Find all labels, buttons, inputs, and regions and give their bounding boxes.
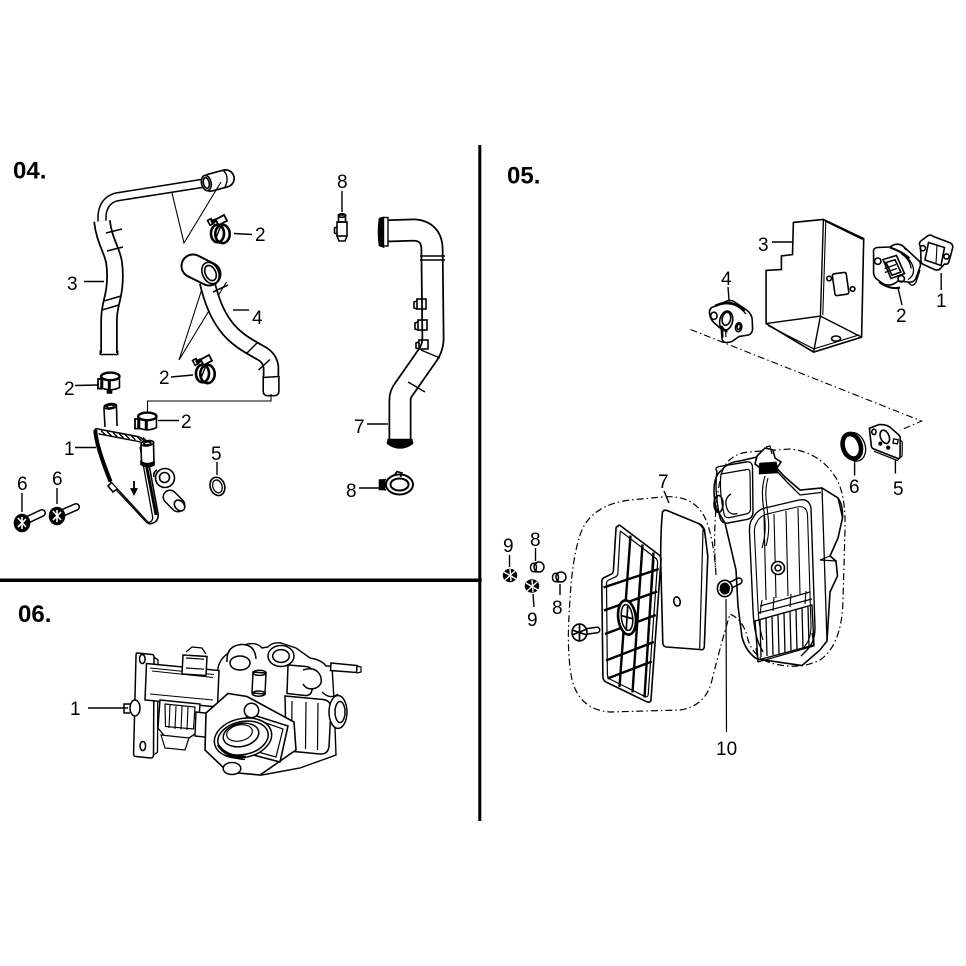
svg-text:3: 3 xyxy=(67,274,78,295)
svg-text:2: 2 xyxy=(181,412,192,433)
svg-text:1: 1 xyxy=(70,699,81,720)
svg-text:8: 8 xyxy=(337,172,348,193)
svg-text:04.: 04. xyxy=(13,158,46,185)
svg-text:1: 1 xyxy=(936,291,947,312)
svg-text:3: 3 xyxy=(758,235,769,256)
svg-text:5: 5 xyxy=(893,479,904,500)
svg-text:06.: 06. xyxy=(18,601,51,628)
svg-text:5: 5 xyxy=(211,444,222,465)
svg-text:7: 7 xyxy=(354,417,365,438)
svg-text:9: 9 xyxy=(527,610,538,631)
svg-text:8: 8 xyxy=(346,481,357,502)
svg-text:6: 6 xyxy=(17,474,28,495)
svg-text:7: 7 xyxy=(658,472,669,493)
svg-text:4: 4 xyxy=(721,269,732,290)
svg-text:2: 2 xyxy=(64,379,75,400)
svg-text:6: 6 xyxy=(849,477,860,498)
svg-text:2: 2 xyxy=(255,225,266,246)
svg-text:6: 6 xyxy=(52,469,63,490)
svg-text:8: 8 xyxy=(530,530,541,551)
svg-text:10: 10 xyxy=(716,739,737,760)
svg-text:4: 4 xyxy=(252,308,263,329)
svg-text:1: 1 xyxy=(64,439,75,460)
svg-text:9: 9 xyxy=(503,536,514,557)
svg-text:05.: 05. xyxy=(507,163,540,190)
svg-text:2: 2 xyxy=(896,306,907,327)
svg-text:2: 2 xyxy=(159,368,170,389)
svg-text:8: 8 xyxy=(552,598,563,619)
